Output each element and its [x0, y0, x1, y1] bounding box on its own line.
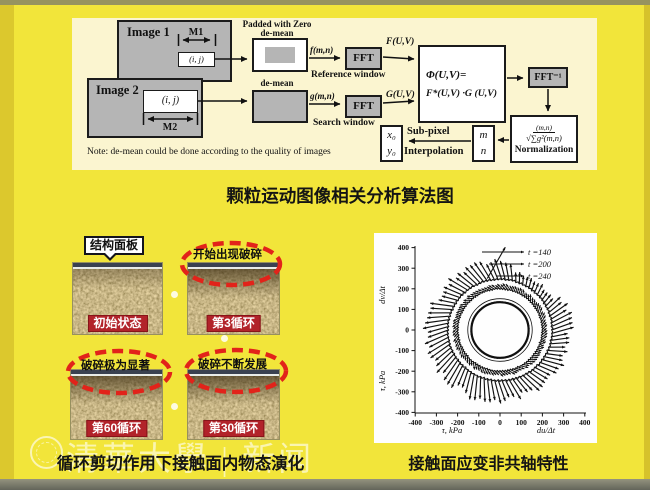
watermark-text: 清華大學 | 新闻 — [66, 442, 315, 478]
fft2-box: FFT — [345, 95, 382, 118]
svg-text:-100: -100 — [395, 346, 409, 355]
demean1-box — [252, 38, 308, 72]
svg-text:-400: -400 — [395, 408, 409, 417]
svg-text:-300: -300 — [430, 418, 444, 427]
watermark-seal — [30, 436, 63, 469]
fft1-box: FFT — [345, 47, 382, 70]
border-right — [644, 5, 650, 479]
svg-text:200: 200 — [398, 284, 410, 293]
fmn-label: f(m,n) — [310, 45, 334, 55]
subpixel-label-1: Sub-pixel — [407, 126, 450, 137]
dot — [171, 291, 178, 298]
gmn-label: g(m,n) — [310, 91, 335, 101]
svg-text:t =140: t =140 — [528, 247, 552, 257]
structural-panel-bubble: 结构面板 — [84, 236, 145, 261]
svg-text:τ, kPa: τ, kPa — [442, 425, 463, 435]
svg-text:du/Δt: du/Δt — [537, 425, 556, 435]
photos-caption: 循环剪切作用下接触面内物态演化 — [56, 455, 305, 473]
svg-text:0: 0 — [498, 418, 502, 427]
demean1-label: de-mean — [260, 28, 294, 38]
photo-label: 第60循环 — [85, 420, 148, 437]
vector-plot: -400 -300 -200 -100 0 100 200 300 400 -400 -300 -20… — [377, 243, 591, 435]
ij1-box: (i, j) — [178, 52, 215, 67]
vector-chart-panel: -400 -300 -200 -100 0 100 200 300 400 -400 -300 -20… — [374, 233, 597, 443]
svg-text:-200: -200 — [395, 367, 409, 376]
m1-label: M1 — [188, 27, 204, 38]
photo-initial-state: 初始状态 — [72, 262, 163, 335]
svg-text:400: 400 — [579, 418, 591, 427]
subpixel-label-2: Interpolation — [404, 146, 464, 157]
svg-text:dv/Δt: dv/Δt — [377, 286, 387, 304]
svg-text:300: 300 — [558, 418, 570, 427]
fft-inverse-box: FFT⁻¹ — [528, 67, 568, 88]
svg-text:-100: -100 — [472, 418, 486, 427]
border-top — [0, 0, 650, 5]
reference-window-label: Reference window — [311, 70, 386, 80]
border-bottom — [0, 479, 650, 490]
svg-text:100: 100 — [398, 305, 410, 314]
svg-text:200: 200 — [537, 418, 549, 427]
photo-cycle-60: 第60循环 — [70, 369, 163, 440]
annotation-cycle-30: 破碎不断发展 — [198, 359, 267, 371]
demean2-box — [252, 90, 308, 123]
svg-text:100: 100 — [516, 418, 528, 427]
x0y0-box: x₀ y₀ — [380, 125, 403, 162]
svg-text:-400: -400 — [408, 418, 422, 427]
annotation-cycle-60: 破碎极为显著 — [81, 360, 150, 372]
svg-text:300: 300 — [398, 264, 410, 273]
dot — [221, 335, 228, 342]
dot — [171, 403, 178, 410]
svg-text:0: 0 — [405, 326, 409, 335]
flowchart-caption: 颗粒运动图像相关分析算法图 — [226, 186, 454, 206]
svg-text:-200: -200 — [451, 418, 465, 427]
svg-text:400: 400 — [398, 243, 410, 252]
image1-label: Image 1 — [127, 25, 170, 39]
ij2-box: (i, j) — [143, 90, 198, 113]
padded-label: Padded with Zero — [242, 19, 312, 29]
svg-text:τ, kPa: τ, kPa — [377, 371, 387, 392]
phi-box: Φ(U,V)= F*(U,V) ·G (U,V) — [418, 45, 506, 123]
svg-text:t =240: t =240 — [528, 271, 552, 281]
normalization-box: (m,n) √∑g²(m,n) Normalization — [510, 115, 578, 163]
photo-cycle-30: 第30循环 — [187, 369, 280, 440]
svg-text:t =200: t =200 — [528, 259, 552, 269]
mn-box: m n — [472, 125, 495, 162]
photo-cycle-3: 第3循环 — [187, 262, 280, 335]
border-left — [0, 5, 14, 479]
photo-label: 第3循环 — [206, 315, 261, 332]
svg-text:-300: -300 — [395, 387, 409, 396]
annotation-cycle-3: 开始出现破碎 — [193, 249, 262, 261]
photo-label: 初始状态 — [87, 315, 148, 332]
GUV-label: G(U,V) — [386, 90, 415, 100]
panel-bar — [73, 263, 162, 267]
image2-label: Image 2 — [96, 83, 139, 97]
demean2-label: de-mean — [260, 78, 294, 88]
note-text: Note: de-mean could be done according to… — [87, 147, 331, 157]
photo-label: 第30循环 — [202, 420, 265, 437]
m2-label: M2 — [162, 122, 178, 133]
search-window-label: Search window — [313, 118, 375, 128]
chart-caption: 接触面应变非共轴特性 — [408, 456, 569, 473]
FUV-label: F(U,V) — [386, 37, 415, 47]
